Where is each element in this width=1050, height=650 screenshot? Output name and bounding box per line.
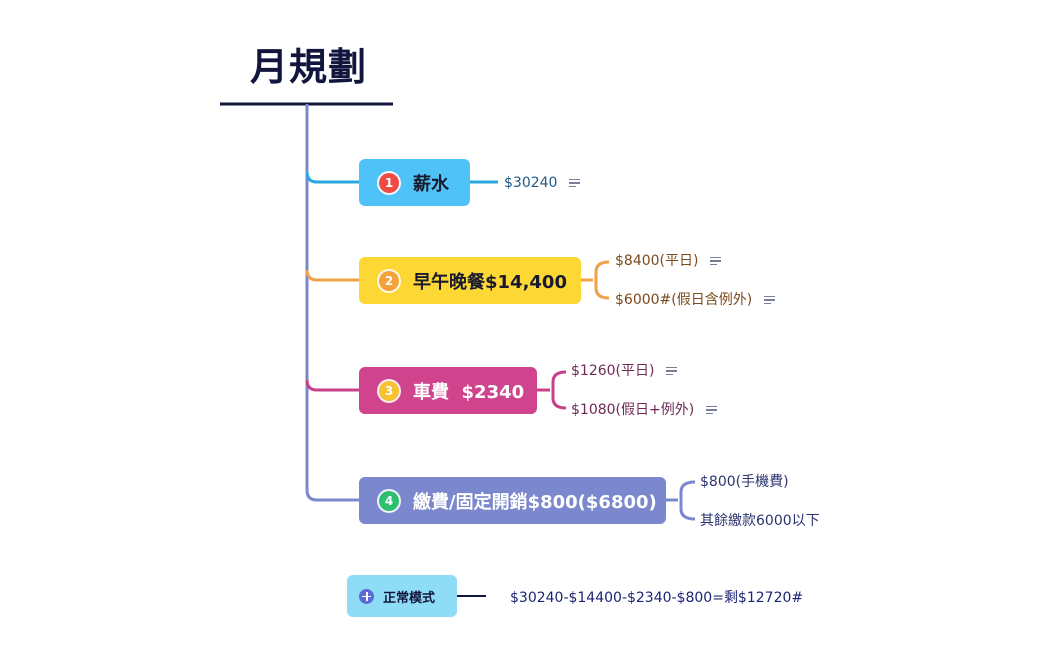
leaf-bracket-3 xyxy=(537,370,567,410)
branch-node-meals[interactable]: 2 早午晚餐$14,400 xyxy=(359,257,581,304)
leaf-label: $800(手機費) xyxy=(700,474,789,490)
leaf-transport-weekday[interactable]: $1260(平日) xyxy=(571,362,678,380)
leaf-label: $6000#(假日含例外) xyxy=(615,292,753,308)
note-icon[interactable] xyxy=(710,256,722,266)
branch-node-transport[interactable]: 3 車費 $2340 xyxy=(359,367,537,414)
leaf-meals-weekday[interactable]: $8400(平日) xyxy=(615,252,722,270)
branch-node-salary[interactable]: 1 薪水 xyxy=(359,159,470,206)
number-badge-1-icon: 1 xyxy=(379,172,399,193)
page-title: 月規劃 xyxy=(250,45,368,89)
leaf-label: $8400(平日) xyxy=(615,253,699,269)
leaf-label: $1260(平日) xyxy=(571,363,655,379)
branch-label: 車費 $2340 xyxy=(413,381,525,403)
connector-branch-2 xyxy=(305,269,360,282)
number-badge-3-icon: 3 xyxy=(379,380,399,401)
branch-label: 薪水 xyxy=(413,173,449,195)
note-icon[interactable] xyxy=(666,366,678,376)
note-icon[interactable] xyxy=(764,295,776,305)
leaf-meals-weekend[interactable]: $6000#(假日含例外) xyxy=(615,291,776,309)
note-icon[interactable] xyxy=(706,405,718,415)
leaf-label: $30240 xyxy=(504,175,558,191)
connector-branch-1 xyxy=(305,171,360,184)
leaf-phone-fee[interactable]: $800(手機費) xyxy=(700,473,789,491)
leaf-bracket-2 xyxy=(581,260,610,300)
leaf-other-payments[interactable]: 其餘繳款6000以下 xyxy=(700,512,820,530)
note-icon[interactable] xyxy=(569,178,581,188)
branch-label: 繳費/固定開銷$800($6800) xyxy=(413,491,657,513)
connector-branch-3 xyxy=(305,379,360,392)
mode-label: 正常模式 xyxy=(383,590,436,606)
plus-circle-icon xyxy=(359,588,374,604)
leaf-label: 其餘繳款6000以下 xyxy=(700,513,820,529)
trunk-line xyxy=(305,104,360,502)
number-badge-2-icon: 2 xyxy=(379,270,399,291)
number-badge-4-icon: 4 xyxy=(379,490,399,511)
leaf-salary-amount[interactable]: $30240 xyxy=(504,174,581,192)
branch-node-fixed-costs[interactable]: 4 繳費/固定開銷$800($6800) xyxy=(359,477,666,524)
mode-node[interactable]: 正常模式 xyxy=(347,575,457,617)
balance-formula[interactable]: $30240-$14400-$2340-$800=剩$12720# xyxy=(510,590,804,606)
branch-label: 早午晚餐$14,400 xyxy=(413,271,567,293)
leaf-bracket-4 xyxy=(666,480,696,521)
leaf-transport-weekend[interactable]: $1080(假日+例外) xyxy=(571,401,718,419)
leaf-label: $1080(假日+例外) xyxy=(571,402,695,418)
